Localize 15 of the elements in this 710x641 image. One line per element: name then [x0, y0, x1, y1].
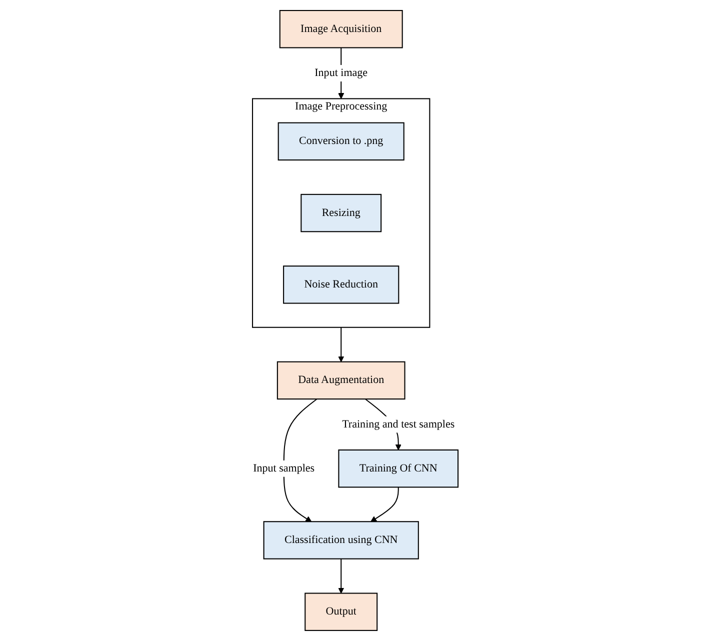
node-box: Image Acquisition — [279, 10, 403, 48]
node-box: Conversion to .png — [278, 122, 404, 161]
node-box: Classification using CNN — [263, 521, 419, 560]
arrow — [338, 558, 344, 594]
arrow — [283, 398, 317, 522]
node-box: Output — [304, 592, 378, 631]
arrow — [370, 487, 399, 522]
edge-label: Training and test samples — [342, 418, 454, 430]
node-box: Resizing — [300, 194, 382, 232]
node-box: Noise Reduction — [282, 266, 399, 304]
node-box: Training Of CNN — [338, 449, 458, 488]
edge-label: Input samples — [252, 462, 314, 474]
edge-label: Input image — [314, 67, 368, 79]
node-box: Data Augmentation — [276, 361, 406, 400]
arrow — [338, 327, 344, 362]
